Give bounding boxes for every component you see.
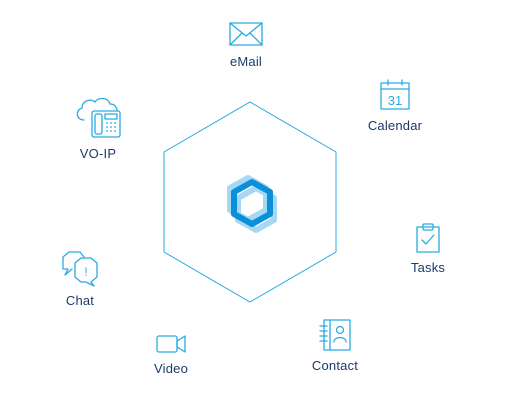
address-book-icon: [319, 319, 351, 351]
node-calendar: 31 Calendar: [335, 78, 455, 133]
node-contact-label: Contact: [311, 358, 359, 373]
calendar-day-number: 31: [388, 93, 402, 108]
node-contact: Contact: [275, 318, 395, 373]
clipboard-check-icon: [416, 223, 440, 253]
node-video-label: Video: [153, 361, 188, 376]
calendar-icon: 31: [380, 79, 410, 110]
node-tasks: Tasks: [368, 222, 488, 275]
node-email: eMail: [186, 20, 306, 69]
video-camera-icon: [156, 335, 186, 353]
chat-bubbles-icon: !: [62, 251, 98, 287]
envelope-icon: [229, 22, 263, 46]
node-voip: VO-IP: [38, 96, 158, 161]
node-chat: ! Chat: [20, 249, 140, 308]
node-tasks-label: Tasks: [410, 260, 446, 275]
node-video: Video: [111, 333, 231, 376]
hexagon-logo-icon: [227, 175, 277, 233]
chat-alert-glyph: !: [84, 265, 87, 279]
cloud-phone-icon: [76, 97, 121, 138]
node-email-label: eMail: [229, 54, 263, 69]
node-voip-label: VO-IP: [79, 146, 117, 161]
central-hexagon-outline: [163, 101, 337, 303]
node-calendar-label: Calendar: [367, 118, 423, 133]
node-chat-label: Chat: [65, 293, 95, 308]
